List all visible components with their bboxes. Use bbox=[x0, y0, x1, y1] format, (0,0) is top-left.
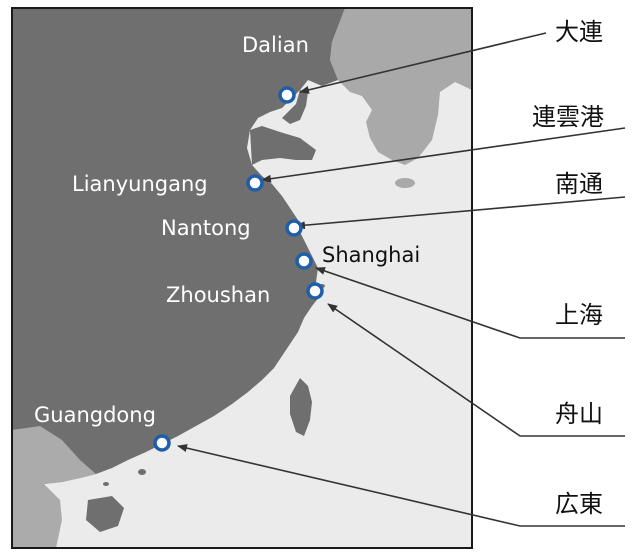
jp-label-dalian: 大連 bbox=[555, 18, 603, 46]
korea-peninsula bbox=[330, 8, 472, 165]
leader-line-zhoushan bbox=[327, 303, 625, 437]
jp-label-lianyungang: 連雲港 bbox=[532, 103, 604, 131]
jp-label-guangdong: 広東 bbox=[555, 490, 603, 518]
city-label-zhoushan: Zhoushan bbox=[166, 283, 270, 307]
shandong-peninsula bbox=[250, 126, 316, 165]
islet bbox=[103, 482, 109, 486]
china-mainland bbox=[12, 8, 345, 486]
jp-label-shanghai: 上海 bbox=[555, 301, 603, 329]
city-label-dalian: Dalian bbox=[242, 33, 309, 57]
city-label-lianyungang: Lianyungang bbox=[72, 172, 208, 196]
marker-dalian bbox=[278, 86, 296, 104]
jp-label-nantong: 南通 bbox=[555, 170, 603, 198]
marker-shanghai bbox=[295, 252, 313, 270]
city-label-guangdong: Guangdong bbox=[34, 403, 156, 427]
leader-line-lianyungang bbox=[261, 127, 626, 183]
marker-nantong bbox=[285, 219, 303, 237]
leader-line-shanghai bbox=[315, 267, 625, 339]
marker-lianyungang bbox=[246, 174, 264, 192]
leader-line-dalian bbox=[299, 32, 547, 94]
leader-line-nantong bbox=[295, 196, 626, 230]
marker-guangdong bbox=[153, 434, 171, 452]
leader-line-guangdong bbox=[177, 444, 625, 527]
liaodong-shandong bbox=[282, 90, 308, 124]
marker-zhoushan bbox=[306, 282, 324, 300]
taiwan-island bbox=[290, 378, 312, 436]
city-label-nantong: Nantong bbox=[161, 216, 251, 240]
hainan-island bbox=[86, 496, 124, 532]
jeju-island bbox=[395, 178, 415, 188]
islet bbox=[138, 469, 146, 475]
map-frame bbox=[11, 7, 473, 549]
city-label-shanghai: Shanghai bbox=[322, 243, 420, 267]
jp-label-zhoushan: 舟山 bbox=[555, 400, 603, 428]
southeast-asia-land bbox=[12, 426, 96, 548]
